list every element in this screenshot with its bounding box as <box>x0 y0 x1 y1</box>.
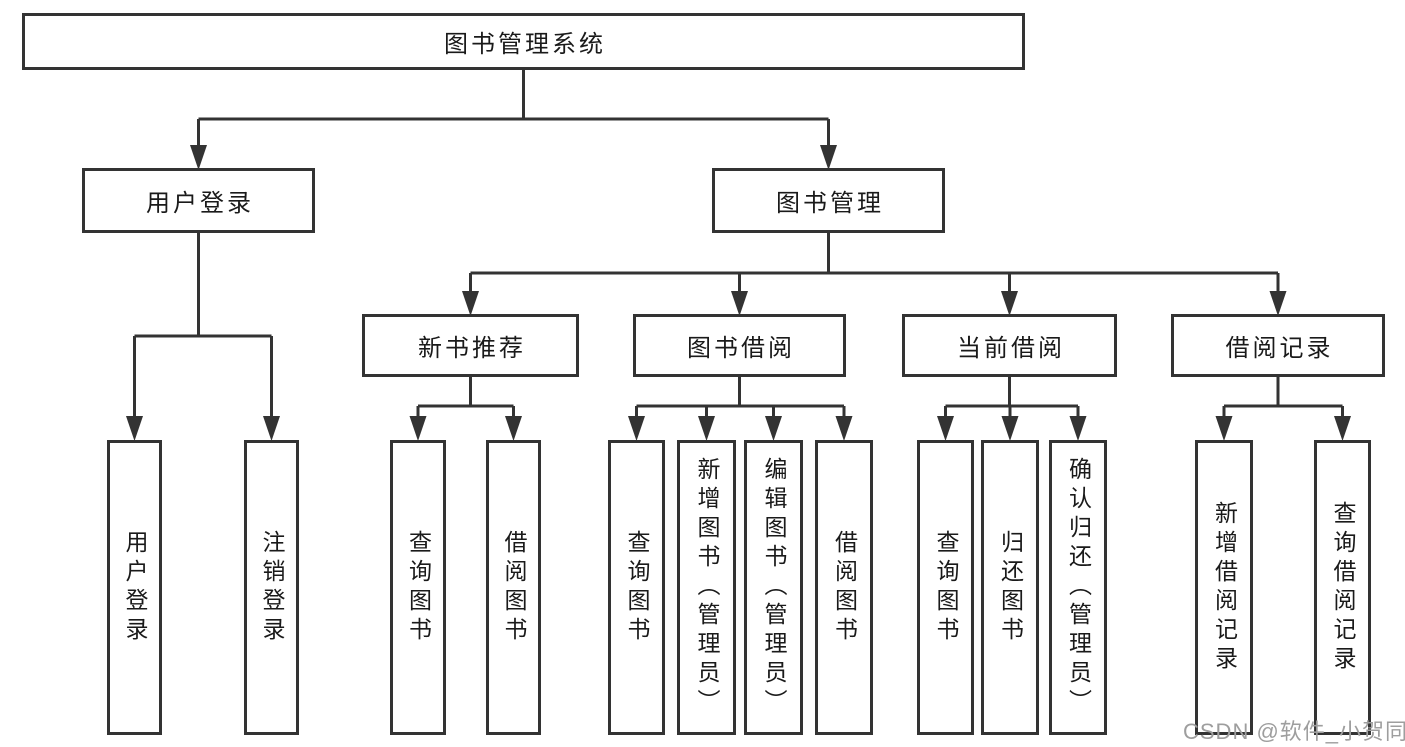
arrowhead-down-icon <box>190 145 207 170</box>
arrowhead-down-icon <box>1001 416 1019 441</box>
connector-current-borrowing-to-children <box>944 377 1080 418</box>
arrowhead-down-icon <box>1269 291 1287 316</box>
arrowhead-down-icon <box>820 145 837 170</box>
node-leaf-user-login: 用户登录 <box>107 440 162 735</box>
arrowhead-down-icon <box>937 416 954 441</box>
node-leaf-borrow-book-2: 借阅图书 <box>815 440 873 735</box>
arrowhead-down-icon <box>505 416 522 441</box>
node-user-login: 用户登录 <box>82 168 315 233</box>
node-leaf-return-book: 归还图书 <box>981 440 1039 735</box>
node-book-borrowing: 图书借阅 <box>633 314 846 377</box>
arrowhead-down-icon <box>126 416 143 441</box>
arrowhead-down-icon <box>462 291 479 316</box>
node-leaf-query-borrow-record: 查询借阅记录 <box>1314 440 1371 735</box>
arrowhead-down-icon <box>731 291 748 316</box>
node-leaf-borrow-book-1: 借阅图书 <box>486 440 541 735</box>
node-leaf-add-book-admin: 新增图书（管理员） <box>677 440 736 735</box>
arrowhead-down-icon <box>765 416 782 441</box>
connector-book-borrowing-to-children <box>635 377 846 418</box>
connector-user-login-to-children <box>133 233 273 418</box>
csdn-watermark: CSDN @软件_小贺同学 <box>1183 719 1405 744</box>
node-book-management: 图书管理 <box>712 168 945 233</box>
node-leaf-edit-book-admin: 编辑图书（管理员） <box>744 440 803 735</box>
node-leaf-query-book-2: 查询图书 <box>608 440 665 735</box>
connector-borrowing-records-to-children <box>1222 377 1344 418</box>
connector-new-book-recommend-to-children <box>416 377 515 418</box>
node-current-borrowing: 当前借阅 <box>902 314 1117 377</box>
node-library-management-system: 图书管理系统 <box>22 13 1025 70</box>
node-leaf-query-book-3: 查询图书 <box>917 440 974 735</box>
arrowhead-down-icon <box>1001 291 1018 316</box>
node-leaf-logout: 注销登录 <box>244 440 299 735</box>
arrowhead-down-icon <box>1069 416 1087 441</box>
arrowhead-down-icon <box>1215 416 1233 441</box>
node-leaf-query-book-1: 查询图书 <box>390 440 446 735</box>
connector-book-management-to-level3 <box>469 233 1280 294</box>
connector-root-to-level2 <box>197 70 830 148</box>
arrowhead-down-icon <box>835 416 853 441</box>
arrowhead-down-icon <box>409 416 427 441</box>
node-borrowing-records: 借阅记录 <box>1171 314 1385 377</box>
arrowhead-down-icon <box>1334 416 1351 441</box>
node-leaf-confirm-return-admin: 确认归还（管理员） <box>1049 440 1107 735</box>
arrowhead-down-icon <box>263 416 280 441</box>
node-new-book-recommend: 新书推荐 <box>362 314 579 377</box>
arrowhead-down-icon <box>698 416 715 441</box>
node-leaf-add-borrow-record: 新增借阅记录 <box>1195 440 1253 735</box>
arrowhead-down-icon <box>628 416 645 441</box>
